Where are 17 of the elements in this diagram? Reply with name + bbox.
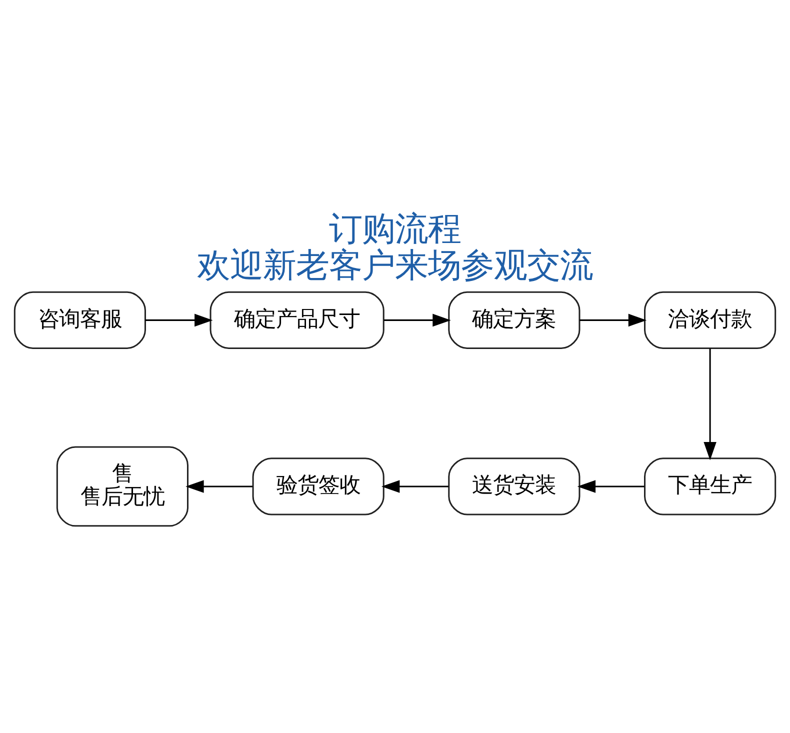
node-box: 洽谈付款 — [644, 291, 776, 350]
arrow — [384, 314, 451, 327]
arrow — [145, 314, 213, 327]
node-box: 验货签收 — [252, 458, 384, 516]
arrow — [580, 314, 647, 327]
node-box: 咨询客服 — [14, 291, 146, 350]
node-box: 送货安装 — [448, 458, 580, 516]
node-box: 下单生产 — [644, 458, 776, 516]
diagram-title: 订购流程 — [329, 208, 461, 248]
node-box: 确定方案 — [448, 291, 580, 350]
node-box: 售 售后无忧 — [56, 446, 188, 527]
caption: 欢迎新老客户来场参观交流 — [197, 245, 593, 284]
arrow — [704, 348, 716, 460]
arrow — [577, 480, 644, 493]
node-box: 确定产品尺寸 — [210, 291, 384, 350]
arrow — [381, 480, 448, 493]
arrow — [186, 480, 253, 493]
